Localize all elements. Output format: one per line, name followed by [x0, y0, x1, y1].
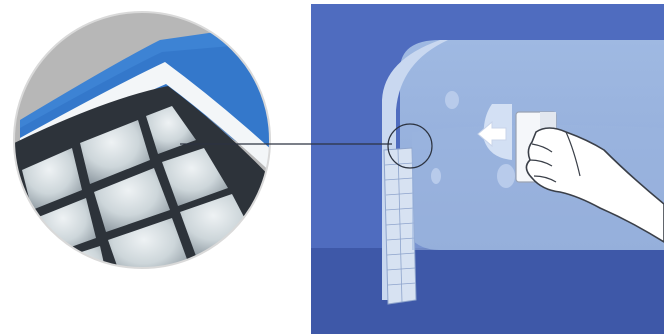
- pool-scene-panel: [311, 4, 664, 334]
- magnifier-circle: [0, 0, 300, 300]
- tile-edge-strip: [384, 148, 416, 304]
- tile-grid: [0, 0, 300, 300]
